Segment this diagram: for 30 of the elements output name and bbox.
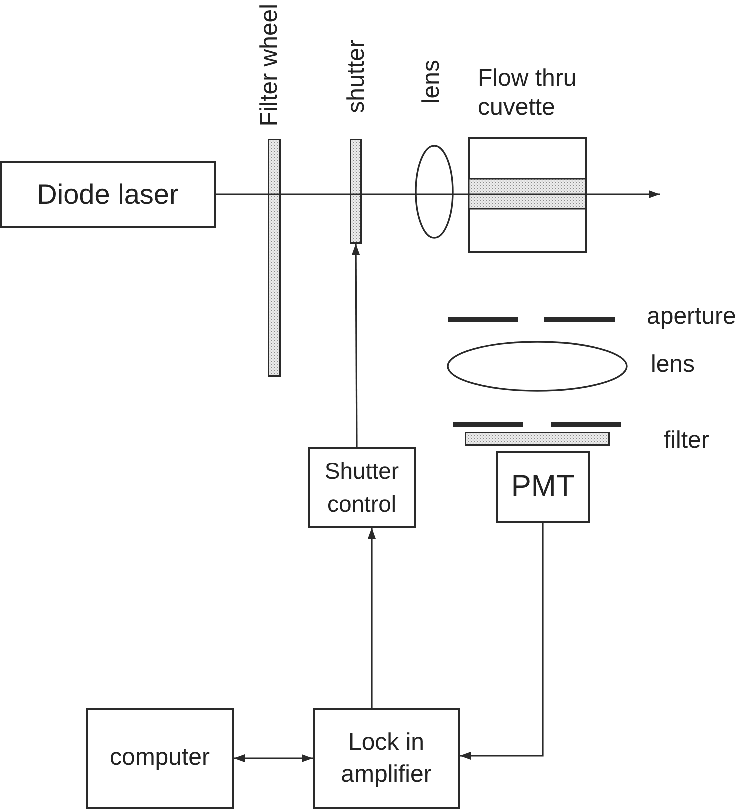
component-label: lens [419,60,446,104]
laser-box [0,161,216,228]
shutter-control-box [308,447,416,528]
component-label: lens [651,351,696,380]
aperture-slit [448,317,615,322]
double-arrow [234,754,313,762]
computer-box [86,708,234,809]
pmt-box [496,451,590,523]
component-label: Flow thru cuvette [478,65,578,123]
box-label: Diode laser [36,178,180,212]
optical-filter [465,432,610,446]
amplifier-box [313,708,460,809]
box-label: PMT [510,469,576,505]
component-label: Filter wheel [257,4,284,127]
flow-cuvette [468,137,587,253]
component-label: shutter [344,40,370,114]
collection-lens [447,341,628,392]
slit [453,422,621,427]
shutter [350,139,362,244]
component-label: filter [664,427,710,456]
arrow [460,523,544,760]
box-label: Shutter control [324,457,400,518]
box-label: Lock in amplifier [340,728,433,790]
component-label: aperture [647,303,736,332]
lens [415,145,454,239]
filter-wheel [268,139,281,377]
arrow [352,244,360,447]
box-label: computer [108,744,212,773]
laser-beam-arrow [216,190,660,198]
arrow [368,528,376,708]
